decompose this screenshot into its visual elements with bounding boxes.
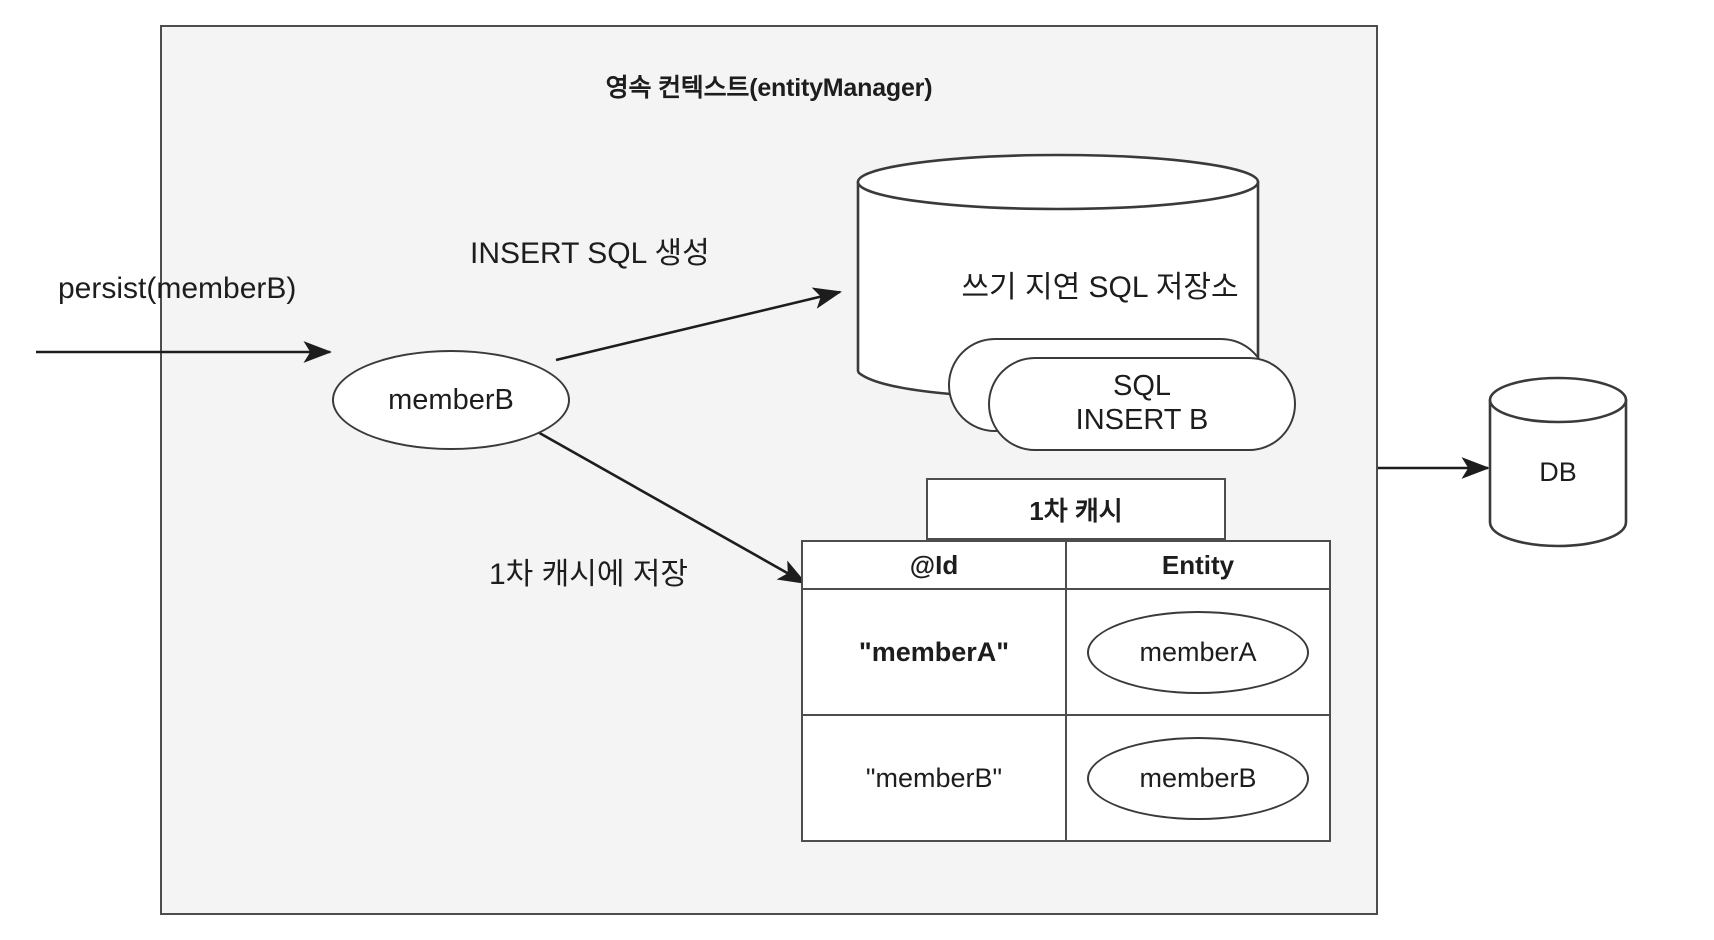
persistence-context-title: 영속 컨텍스트(entityManager) <box>605 74 933 102</box>
column-header-entity: Entity <box>1065 540 1331 590</box>
first-level-cache-title: 1차 캐시 <box>926 478 1226 540</box>
column-header-id: @Id <box>801 540 1067 590</box>
sql-statement-box-front: SQL INSERT B <box>988 357 1296 451</box>
cache-row-id: "memberB" <box>801 714 1067 842</box>
sql-statement-line1: SQL <box>1112 370 1172 403</box>
sql-statement-line2: INSERT B <box>1075 404 1209 436</box>
entity-ellipse-membera: memberA <box>1087 610 1309 694</box>
database-label: DB <box>1539 457 1577 487</box>
first-level-cache-table: @Id Entity "memberA" memberA "memberB" m… <box>801 540 1331 842</box>
entity-ellipse-memberb-cached: memberB <box>1087 736 1309 820</box>
table-header-row: @Id Entity <box>801 540 1331 590</box>
persist-call-label: persist(memberB) <box>58 272 297 305</box>
entity-ellipse-memberb: memberB <box>332 350 570 450</box>
cache-row-id: "memberA" <box>801 588 1067 716</box>
cache-row-entity-cell: memberB <box>1065 714 1331 842</box>
table-row: "memberB" memberB <box>801 714 1331 842</box>
cache-save-label: 1차 캐시에 저장 <box>489 558 688 591</box>
cache-row-entity-cell: memberA <box>1065 588 1331 716</box>
sql-store-title: 쓰기 지연 SQL 저장소 <box>961 271 1239 304</box>
insert-sql-label: INSERT SQL 생성 <box>470 237 710 270</box>
table-row: "memberA" memberA <box>801 588 1331 716</box>
